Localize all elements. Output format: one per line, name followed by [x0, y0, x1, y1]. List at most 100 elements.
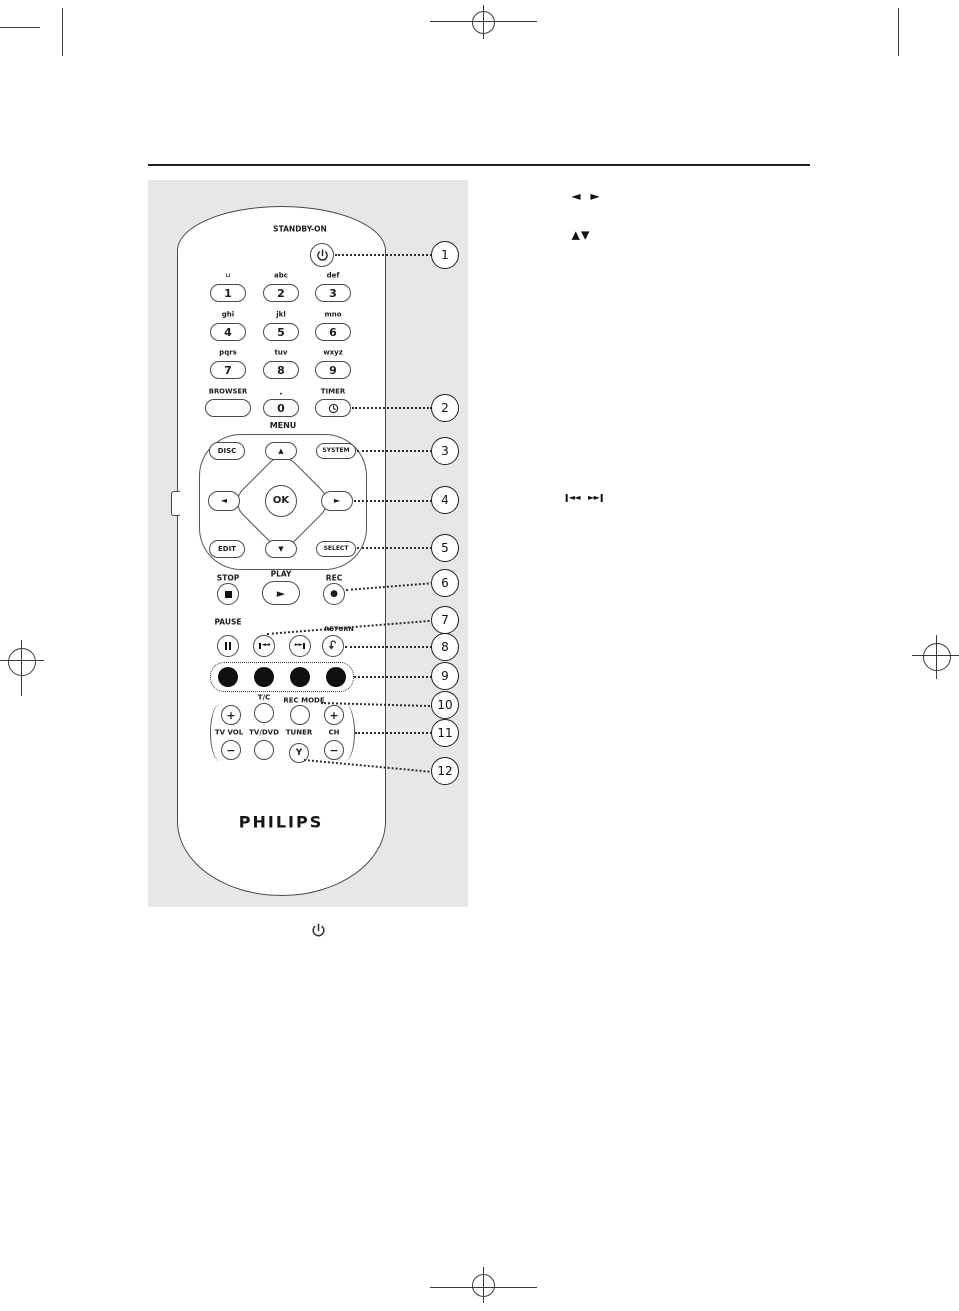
leader-line-4: [354, 500, 432, 502]
key-letters: ⊔: [225, 272, 231, 279]
philips-logo: PHILIPS: [238, 812, 324, 832]
standby-label: STANDBY-ON: [273, 224, 327, 234]
section-divider: [148, 164, 810, 166]
key-letters: wxyz: [323, 348, 343, 357]
key-8-button: 8: [263, 361, 299, 379]
key-letters: abc: [274, 271, 288, 280]
leader-line-9: [354, 676, 432, 678]
dot-label: .: [279, 387, 283, 398]
skip-next-icon: ►►: [588, 493, 600, 502]
timer-label: TIMER: [320, 387, 346, 396]
key-2-button: 2: [263, 284, 299, 302]
key-letters: mno: [324, 310, 342, 319]
nav-down-button: ▼: [265, 540, 297, 558]
pause-label: PAUSE: [214, 617, 242, 627]
system-menu-button: SYSTEM: [316, 443, 356, 459]
key-9-button: 9: [315, 361, 351, 379]
key-letters: ghi: [221, 310, 235, 319]
nav-cluster-outline: [199, 434, 367, 570]
skip-previous-icon: ◄◄: [261, 642, 270, 649]
registration-target: [923, 643, 951, 671]
colour-key-red: [218, 667, 238, 687]
ch-minus-button: −: [324, 740, 344, 760]
power-button: [310, 243, 334, 267]
crop-mark: [898, 8, 899, 56]
left-right-arrows-icon: ◄ ►: [571, 189, 603, 203]
ok-button: OK: [265, 485, 297, 517]
key-4-button: 4: [210, 323, 246, 341]
clock-icon: [328, 403, 338, 413]
tuner-button: Y: [289, 743, 309, 763]
key-7-button: 7: [210, 361, 246, 379]
tv-vol-plus-button: +: [221, 705, 241, 725]
play-label: PLAY: [270, 569, 292, 579]
standby-symbol: [311, 923, 326, 942]
callout-5: 5: [431, 534, 459, 562]
edit-button: EDIT: [209, 540, 245, 558]
key-0-button: 0: [263, 399, 299, 417]
key-6-button: 6: [315, 323, 351, 341]
key-letters: pqrs: [219, 348, 237, 357]
crop-mark: [62, 8, 63, 56]
skip-previous-icon: [565, 494, 568, 502]
key-1-button: 1: [210, 284, 246, 302]
tc-label: T/C: [257, 693, 271, 702]
disc-menu-button: DISC: [209, 442, 245, 460]
skip-next-icon: [600, 494, 603, 502]
registration-target: [8, 648, 36, 676]
rec-label: REC: [325, 573, 343, 583]
crop-mark: [936, 635, 937, 679]
tv-vol-minus-button: −: [221, 740, 241, 760]
browser-label: BROWSER: [208, 387, 248, 396]
key-letters: jkl: [276, 310, 286, 319]
select-button: SELECT: [316, 541, 356, 557]
callout-10: 10: [431, 691, 459, 719]
leader-line-2: [352, 407, 432, 409]
power-icon: [312, 923, 325, 937]
return-label: RETURN: [324, 624, 354, 633]
tuner-label: TUNER: [285, 728, 313, 737]
play-button: ►: [262, 581, 300, 605]
ch-bracket: [344, 704, 355, 761]
nav-right-button: ►: [321, 491, 353, 511]
colour-key-green: [254, 667, 274, 687]
callout-4: 4: [431, 486, 459, 514]
colour-key-yellow: [290, 667, 310, 687]
tv-vol-bracket: [210, 704, 221, 761]
return-arrow-icon: [329, 640, 336, 650]
power-icon: [316, 248, 328, 261]
callout-6: 6: [431, 569, 459, 597]
rec-button: ●: [323, 583, 345, 605]
colour-key-blue: [326, 667, 346, 687]
up-down-arrows-icon: ▲▼: [571, 228, 591, 242]
callout-12: 12: [431, 757, 459, 785]
registration-target: [472, 11, 495, 34]
key-3-button: 3: [315, 284, 351, 302]
pause-button: [217, 635, 239, 657]
leader-line-8: [345, 646, 432, 648]
leader-line-5: [357, 547, 432, 549]
callout-3: 3: [431, 437, 459, 465]
rec-mode-button: [290, 705, 310, 725]
callout-1: 1: [431, 241, 459, 269]
callout-11: 11: [431, 719, 459, 747]
ch-plus-button: +: [324, 705, 344, 725]
remote-side-button: [171, 491, 180, 516]
key-letters: tuv: [274, 348, 288, 357]
leader-line-3: [357, 450, 432, 452]
stop-icon: [224, 590, 232, 598]
skip-next-button: ►►: [289, 635, 311, 657]
callout-8: 8: [431, 633, 459, 661]
callout-7: 7: [431, 606, 459, 634]
menu-label: MENU: [269, 421, 297, 430]
skip-previous-button: ◄◄: [253, 635, 275, 657]
ch-label: CH: [328, 728, 340, 737]
tv-dvd-label: TV/DVD: [249, 728, 279, 737]
crop-mark: [21, 640, 22, 696]
skip-next-icon: [303, 643, 306, 649]
browser-button: [205, 399, 251, 417]
rec-mode-label: REC MODE: [283, 696, 325, 705]
callout-9: 9: [431, 662, 459, 690]
skip-icons-annotation: ◄◄ ►►: [565, 493, 603, 502]
